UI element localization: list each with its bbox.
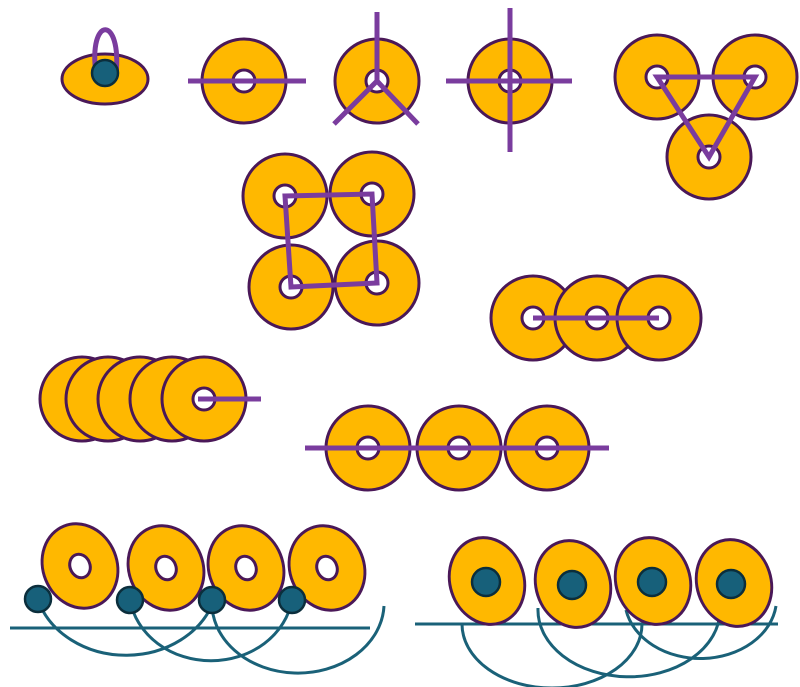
string-loop [92, 27, 120, 75]
bead-three-spokes-figure [332, 12, 421, 126]
tilted-bead-shape [287, 524, 367, 612]
chain-of-three-long-figure [305, 404, 609, 492]
tilted-beads-with-knots-figure [10, 522, 386, 675]
knot-dot [277, 585, 307, 615]
arc-1 [460, 623, 644, 687]
knot-dot [636, 566, 668, 598]
arc-2 [128, 599, 294, 663]
triangle-of-three-figure [613, 33, 799, 201]
knot-dot [197, 585, 227, 615]
stack-of-five-figure [38, 355, 261, 443]
tilted-bead-shape [40, 522, 120, 610]
single-bead-loop-figure [60, 27, 150, 106]
arc-2 [536, 607, 722, 679]
square-of-four-figure [241, 150, 421, 331]
tilted-bead-shape [206, 524, 286, 612]
knot-dot [556, 569, 588, 601]
bead-cross-figure [446, 8, 572, 152]
arc-3 [624, 605, 778, 660]
knot-dot [23, 584, 53, 614]
arc-1 [36, 599, 216, 657]
knot-dot [715, 568, 747, 600]
string-triangle [652, 74, 760, 162]
chain-of-three-short-figure [489, 274, 703, 362]
spoke-left [332, 79, 379, 126]
knot-dot [470, 566, 502, 598]
spoke-right [375, 79, 420, 126]
knot-dot [115, 585, 145, 615]
string-square [282, 191, 380, 290]
tilted-bead-shape [126, 524, 206, 612]
knot-dot [90, 58, 120, 88]
arc-3 [210, 599, 386, 675]
bead-horizontal-line-figure [188, 37, 306, 125]
tilted-beads-knotted-centers-figure [415, 536, 778, 687]
